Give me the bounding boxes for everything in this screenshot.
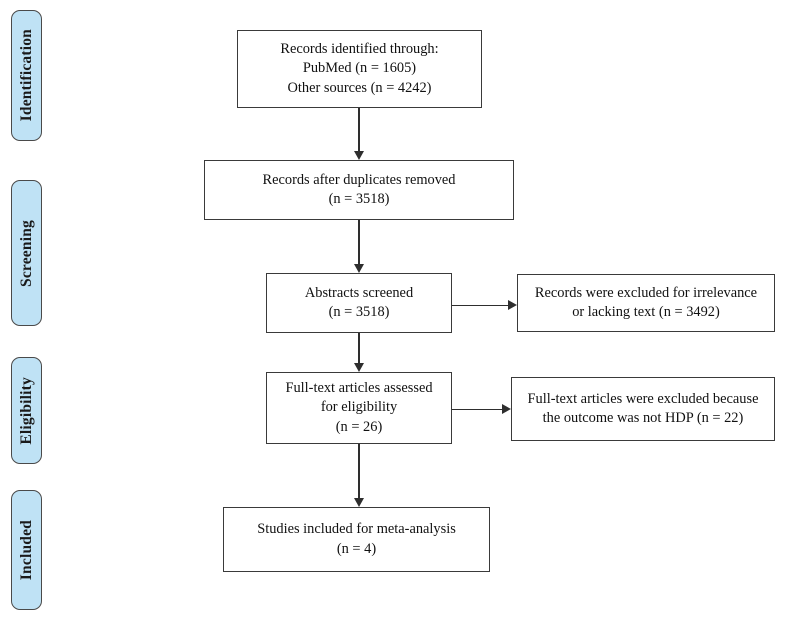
stage-tab-screening-label: Screening xyxy=(17,219,35,287)
box-fulltext-excluded-text: Full-text articles were excluded because… xyxy=(527,390,759,426)
connector-abstracts-to-excluded xyxy=(452,304,510,307)
box-fulltext-excluded: Full-text articles were excluded because… xyxy=(511,377,775,441)
connector-fulltext-to-excluded xyxy=(452,408,504,411)
arrowhead-identified-to-duplicates xyxy=(353,151,364,160)
stage-tab-included: Included xyxy=(11,490,42,610)
stage-tab-screening: Screening xyxy=(11,180,42,326)
box-studies-included: Studies included for meta-analysis (n = … xyxy=(223,507,490,572)
stage-tab-identification: Identification xyxy=(11,10,42,141)
box-records-identified: Records identified through: PubMed (n = … xyxy=(237,30,482,108)
connector-identified-to-duplicates xyxy=(358,108,360,153)
stage-tab-identification-label: Identification xyxy=(17,29,35,122)
connector-abstracts-to-fulltext xyxy=(358,333,360,364)
arrowhead-abstracts-to-fulltext xyxy=(353,363,364,372)
box-records-excluded-text: Records were excluded for irrelevance or… xyxy=(534,284,758,320)
box-abstracts-screened: Abstracts screened (n = 3518) xyxy=(266,273,452,333)
box-records-after-duplicates-text: Records after duplicates removed (n = 35… xyxy=(262,171,456,207)
stage-tab-included-label: Included xyxy=(17,519,35,581)
box-records-identified-text: Records identified through: PubMed (n = … xyxy=(280,41,439,96)
stage-tab-eligibility-label: Eligibility xyxy=(17,376,35,445)
connector-fulltext-to-included xyxy=(358,444,360,500)
box-studies-included-text: Studies included for meta-analysis (n = … xyxy=(257,521,456,557)
arrowhead-fulltext-to-excluded xyxy=(502,404,511,414)
arrowhead-fulltext-to-included xyxy=(353,498,364,507)
box-fulltext-assessed-text: Full-text articles assessed for eligibil… xyxy=(285,380,433,435)
arrowhead-abstracts-to-excluded xyxy=(508,300,517,310)
connector-duplicates-to-abstracts xyxy=(358,220,360,265)
box-records-after-duplicates: Records after duplicates removed (n = 35… xyxy=(204,160,514,220)
arrowhead-duplicates-to-abstracts xyxy=(353,264,364,273)
box-abstracts-screened-text: Abstracts screened (n = 3518) xyxy=(304,284,414,320)
box-fulltext-assessed: Full-text articles assessed for eligibil… xyxy=(266,372,452,444)
stage-tab-eligibility: Eligibility xyxy=(11,357,42,464)
box-records-excluded: Records were excluded for irrelevance or… xyxy=(517,274,775,332)
